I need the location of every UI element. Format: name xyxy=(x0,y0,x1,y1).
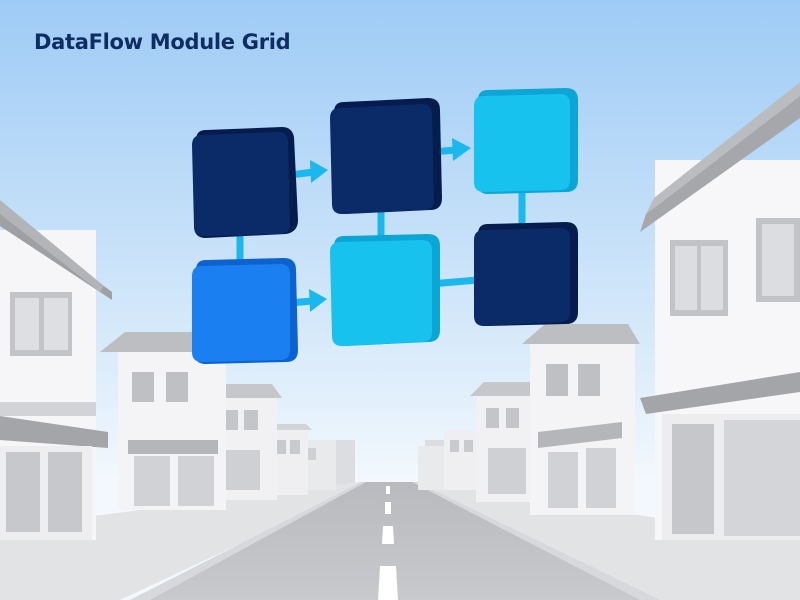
module-grid xyxy=(192,88,578,364)
module-m6[interactable] xyxy=(474,222,578,326)
road xyxy=(130,482,660,600)
module-m2[interactable] xyxy=(330,98,442,214)
right-sidewalk xyxy=(408,482,800,600)
page-title: DataFlow Module Grid xyxy=(34,30,291,54)
left-sidewalk xyxy=(0,482,372,600)
street-background xyxy=(0,82,800,600)
module-m5[interactable] xyxy=(330,234,440,346)
module-m3[interactable] xyxy=(474,88,578,194)
module-m1[interactable] xyxy=(192,127,298,238)
lane-markings xyxy=(378,486,398,600)
right-buildings xyxy=(418,82,800,540)
module-m4[interactable] xyxy=(192,258,298,364)
